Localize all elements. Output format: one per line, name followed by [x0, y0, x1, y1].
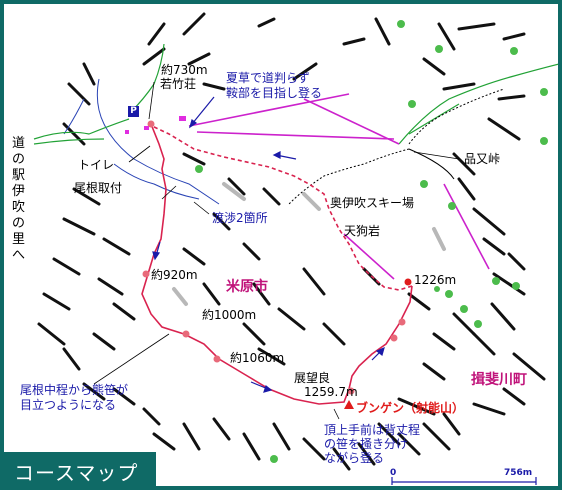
waypoints: [142, 120, 406, 395]
note-summit-3: ながら登る: [324, 451, 385, 465]
ski-lifts: [188, 93, 490, 280]
label-ski-area: 奥伊吹スキー場: [330, 196, 415, 210]
label-michinoeki: 道の駅伊吹の里へ: [12, 136, 26, 263]
scale-bar: [391, 477, 537, 485]
label-1000: 約1000m: [202, 308, 257, 322]
rivers: [63, 78, 220, 205]
label-bungen: ブンゲン（射能山）: [356, 401, 465, 415]
gray-marks: [172, 182, 446, 306]
leader-lines: [93, 81, 460, 420]
label-tengu: 天狗岩: [344, 224, 381, 238]
peak-1226-marker: [404, 278, 412, 286]
label-oneritsuki: 尾根取付: [74, 181, 123, 195]
note-kumazasa-1: 尾根中程から熊笹が: [20, 383, 129, 397]
label-wakatake-elev: 約730m: [161, 63, 208, 77]
label-view: 展望良: [294, 371, 331, 385]
summit-marker: [344, 400, 354, 409]
label-maibara: 米原市: [226, 279, 268, 295]
contour-lines: [37, 12, 546, 471]
green-dots: [195, 20, 548, 463]
black-trails: [288, 88, 505, 205]
scale-zero: 0: [390, 468, 397, 478]
note-kumazasa-2: 目立つようになる: [20, 398, 117, 412]
label-920: 約920m: [151, 268, 198, 282]
label-1226: 1226m: [414, 273, 457, 287]
facility-markers: [125, 116, 186, 134]
map-graphics: [33, 12, 558, 485]
note-summit-1: 頂上手前は背丈程: [324, 423, 421, 437]
label-1259: 1259.7m: [304, 385, 358, 399]
scale-distance: 756m: [504, 468, 533, 478]
map-title: コースマップ: [4, 452, 156, 486]
label-ibigawa: 揖斐川町: [471, 372, 527, 388]
label-wakatake: 若竹荘: [160, 77, 197, 91]
label-crossing: 渡渉2箇所: [212, 211, 268, 225]
label-shinamatatoge: 品又峠: [464, 152, 501, 166]
note-summer-1: 夏草で道判らず: [226, 71, 310, 85]
direction-arrows: [152, 96, 385, 393]
label-1060: 約1060m: [230, 351, 285, 365]
parking-icon: P: [128, 106, 139, 117]
label-toilet: トイレ: [78, 158, 115, 172]
note-summer-2: 鞍部を目指し登る: [226, 86, 323, 100]
note-summit-2: の笹を掻き分け: [324, 437, 409, 451]
